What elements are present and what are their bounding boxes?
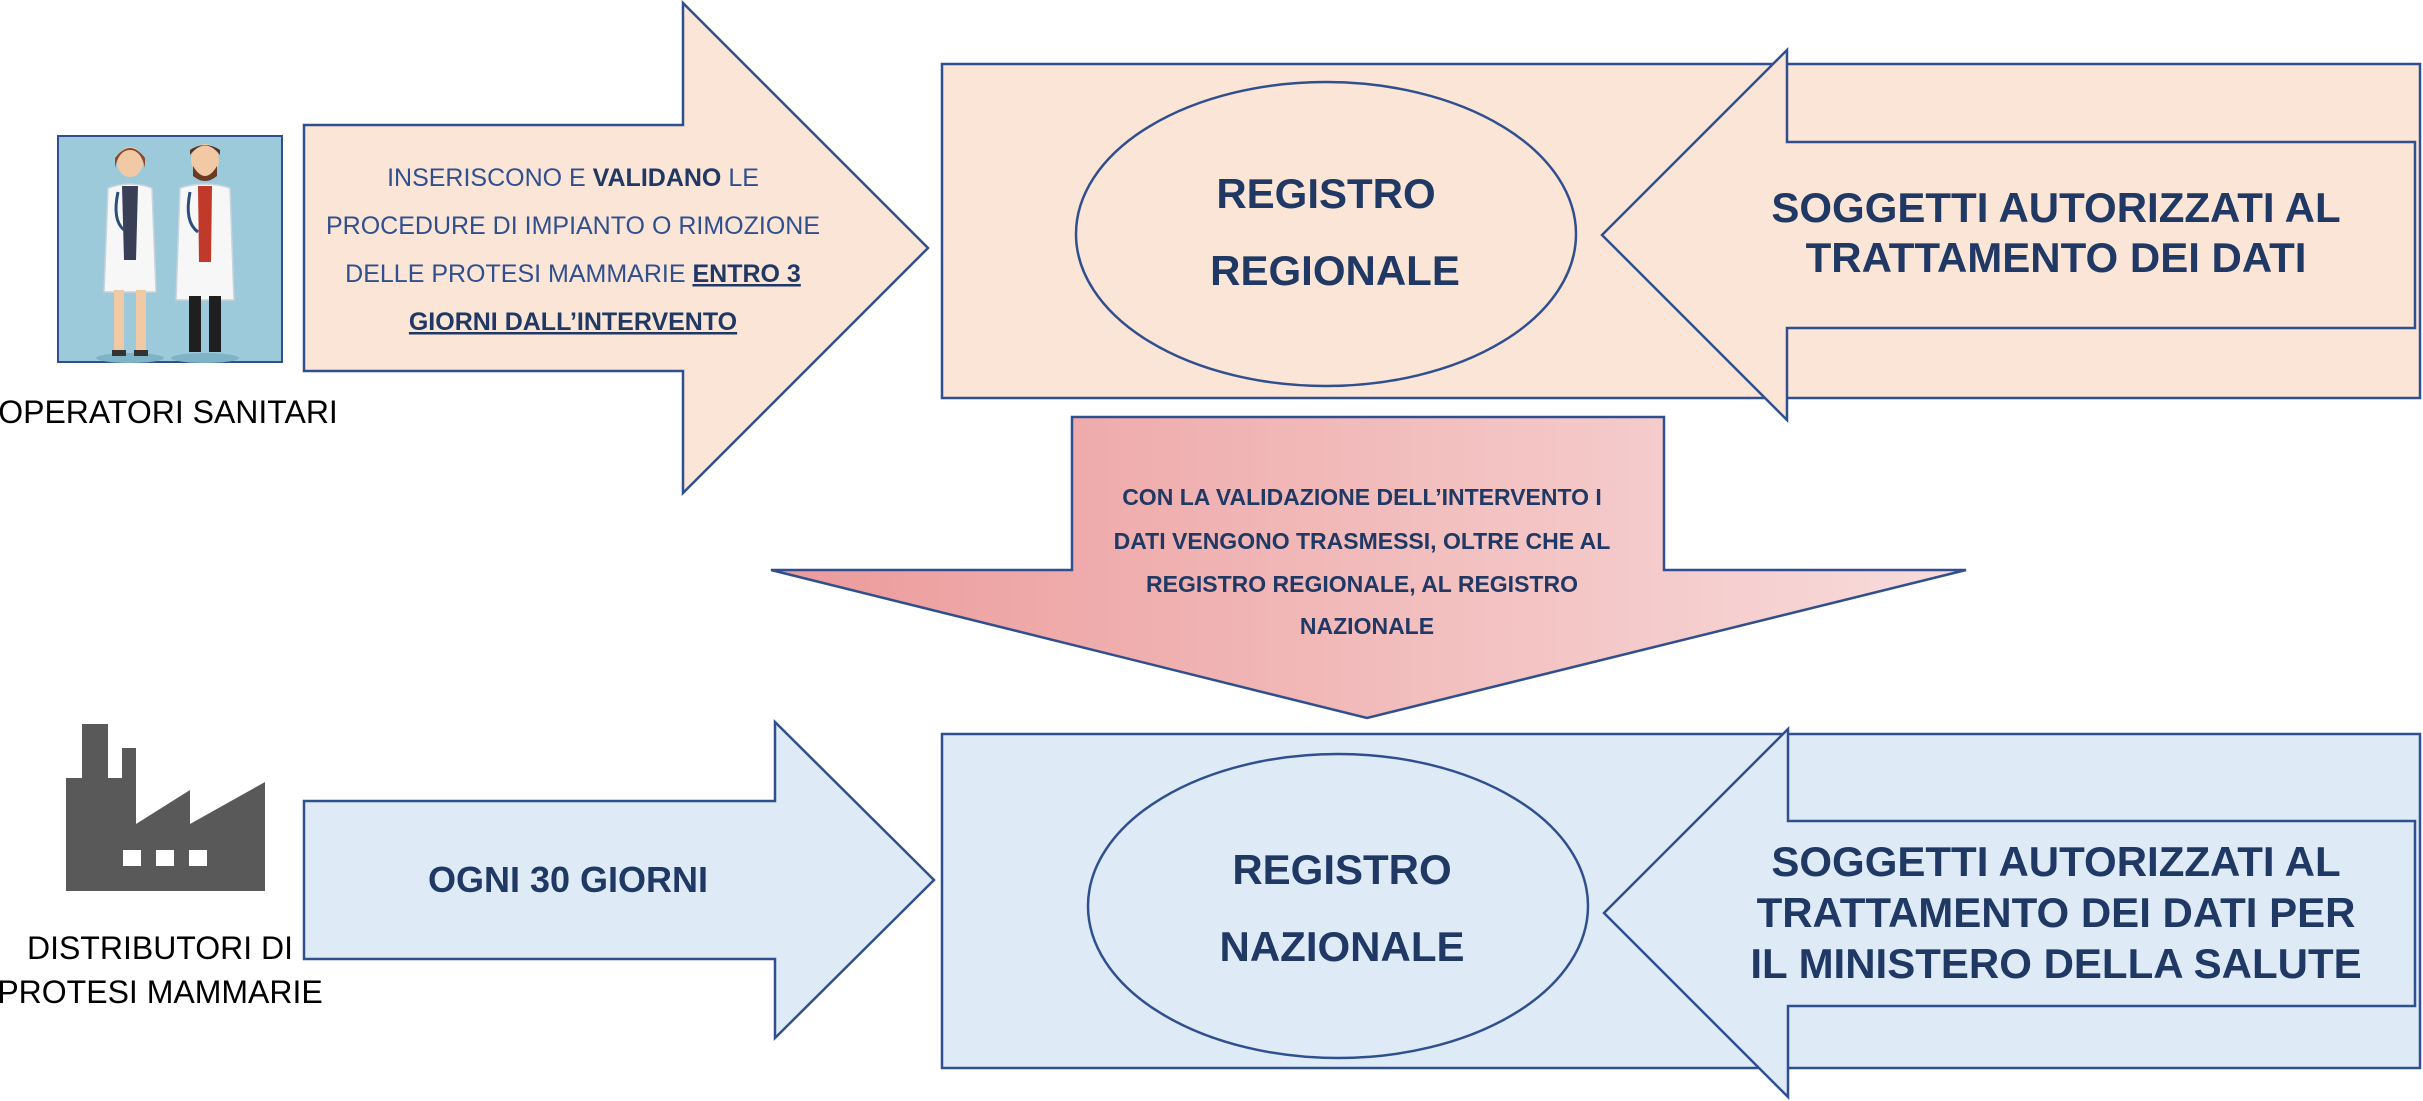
national-input-text: OGNI 30 GIORNI [428, 859, 708, 900]
national-input-arrow [302, 718, 936, 1042]
regional-registry-ellipse [1074, 80, 1578, 388]
regional-access-line2: TRATTAMENTO DEI DATI [1806, 234, 2307, 281]
national-registry-line1: REGISTRO [1232, 846, 1451, 893]
national-access-line3: IL MINISTERO DELLA SALUTE [1750, 940, 2361, 987]
regional-access-line1: SOGGETTI AUTORIZZATI AL [1771, 184, 2340, 231]
transmission-line3: REGISTRO REGIONALE, AL REGISTRO [1146, 571, 1578, 597]
regional-input-line3: DELLE PROTESI MAMMARIE ENTRO 3 [345, 260, 801, 288]
national-access-arrow [1602, 725, 2417, 1101]
transmission-arrow [770, 415, 1967, 720]
factory-icon [66, 724, 265, 891]
transmission-line4: NAZIONALE [1300, 613, 1434, 639]
national-access-line1: SOGGETTI AUTORIZZATI AL [1771, 838, 2340, 885]
regional-access-arrow [1600, 46, 2417, 424]
regional-input-line2: PROCEDURE DI IMPIANTO O RIMOZIONE [326, 212, 820, 240]
regional-input-line1: INSERISCONO E VALIDANO LE [387, 164, 759, 192]
transmission-line2: DATI VENGONO TRASMESSI, OLTRE CHE AL [1114, 528, 1611, 554]
distributors-label-line1: DISTRIBUTORI DI [27, 930, 293, 966]
transmission-line1: CON LA VALIDAZIONE DELL’INTERVENTO I [1122, 484, 1602, 510]
national-registry-ellipse [1086, 752, 1590, 1060]
national-access-line2: TRATTAMENTO DEI DATI PER [1757, 889, 2356, 936]
operators-label: OPERATORI SANITARI [0, 394, 338, 430]
distributors-label-line2: PROTESI MAMMARIE [0, 974, 323, 1010]
doctors-icon [57, 135, 283, 363]
regional-input-line4: GIORNI DALL’INTERVENTO [409, 308, 737, 336]
regional-registry-line2: REGIONALE [1210, 247, 1460, 294]
regional-registry-line1: REGISTRO [1216, 170, 1435, 217]
regional-input-arrow [302, 0, 930, 497]
national-registry-line2: NAZIONALE [1220, 923, 1465, 970]
